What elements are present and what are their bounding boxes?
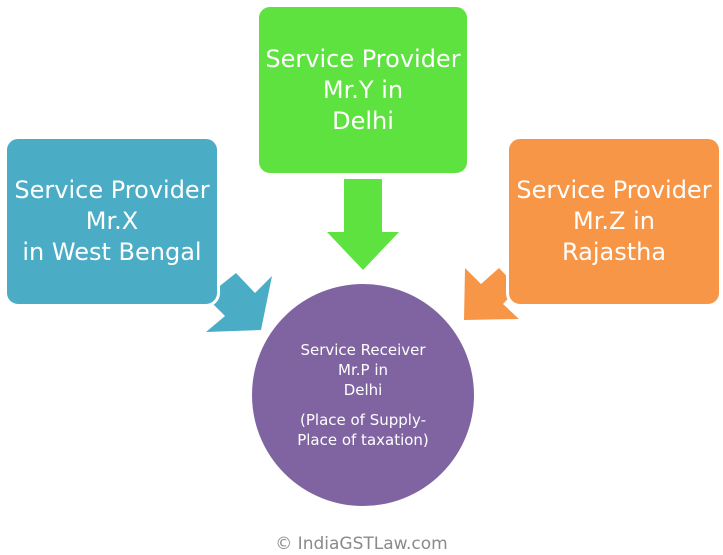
provider-y-line-2: Mr.Y in	[322, 75, 404, 104]
provider-z-line-1: Service Provider	[516, 176, 712, 204]
provider-y-line-1: Service Provider	[265, 44, 461, 73]
provider-x-box: Service Provider Mr.X in West Bengal	[4, 136, 220, 307]
provider-z-line-3: Rajastha	[561, 238, 667, 266]
receiver-note-line-1: (Place of Supply-	[300, 411, 426, 429]
provider-y-line-3: Delhi	[332, 106, 394, 135]
arrow-x-to-receiver	[206, 273, 272, 332]
provider-x-line-1: Service Provider	[14, 176, 210, 204]
provider-x-line-2: Mr.X	[85, 207, 139, 235]
receiver-line-3: Delhi	[343, 381, 383, 399]
provider-x-line-3: in West Bengal	[22, 238, 202, 266]
provider-z-box: Service Provider Mr.Z in Rajastha	[506, 136, 722, 307]
provider-y-box: Service Provider Mr.Y in Delhi	[256, 4, 470, 176]
arrow-z-to-receiver	[464, 268, 519, 320]
receiver-note-line-2: Place of taxation)	[297, 431, 429, 449]
receiver-line-2: Mr.P in	[338, 361, 388, 379]
receiver-circle: Service Receiver Mr.P in Delhi (Place of…	[249, 281, 477, 509]
provider-z-line-2: Mr.Z in	[573, 207, 655, 235]
copyright-notice: © IndiaGSTLaw.com	[275, 534, 448, 554]
receiver-line-1: Service Receiver	[300, 341, 426, 359]
arrow-y-to-receiver	[327, 179, 399, 270]
